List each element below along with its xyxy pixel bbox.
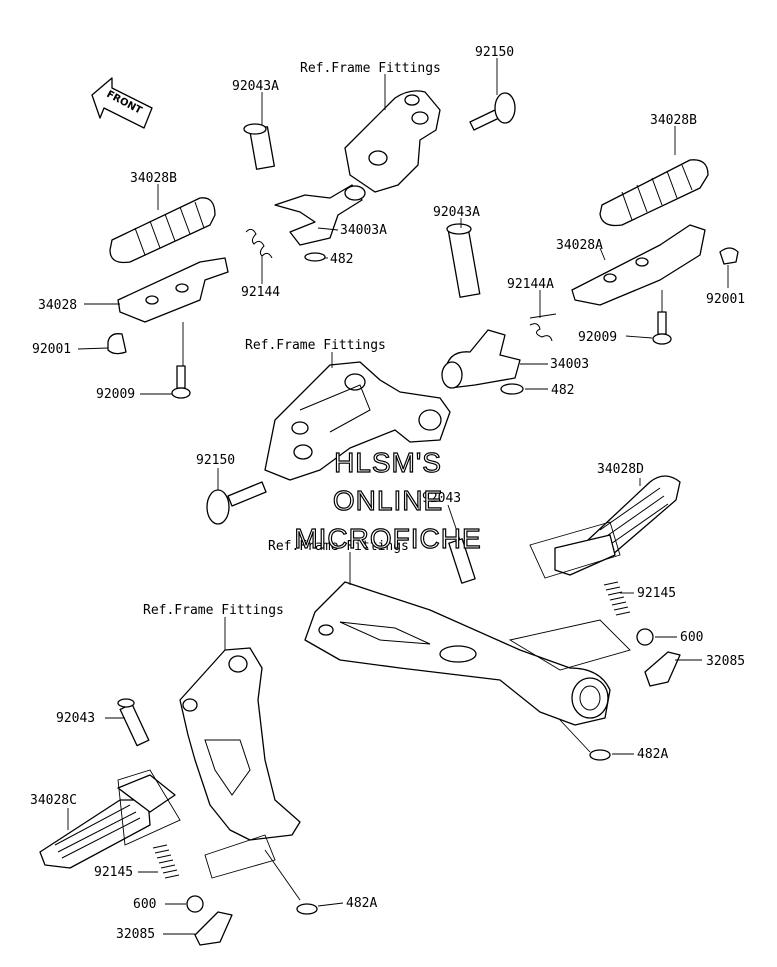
holder-34003 [441,329,521,389]
ref-box-34028c [117,769,181,846]
label-92009-right: 92009 [578,330,617,345]
footpeg-34028a [571,224,706,306]
spring-92145-left [152,844,180,879]
watermark-line-2: ONLINE [333,485,443,516]
frame-fitting-mid [264,361,451,481]
label-92043-center: 92043 [422,491,461,506]
label-92145-right: 92145 [637,586,676,601]
label-92001-left: 92001 [32,342,71,357]
label-ref-frame-mid: Ref.Frame Fittings [245,338,386,353]
bolt-92009-left [171,365,191,399]
label-ref-frame-lower: Ref.Frame Fittings [268,539,409,554]
frame-fitting-left [179,647,301,841]
footpeg-34028 [117,257,229,323]
label-92144a: 92144A [507,277,554,292]
pin-92043-center [448,538,476,584]
label-92009-left: 92009 [96,387,135,402]
label-92043a-top: 92043A [232,79,279,94]
pin-92043-left [117,698,150,747]
rubber-34028b-right [599,159,709,227]
washer-482-mid [500,383,524,395]
spring-92145-right [603,581,631,616]
pin-92043a-top [243,123,275,170]
label-34003: 34003 [550,357,589,372]
label-34028c: 34028C [30,793,77,808]
watermark-line-1: HLSM'S [334,447,442,478]
label-92144: 92144 [241,285,280,300]
bolt-92009-right [652,311,672,345]
label-92150-top: 92150 [475,45,514,60]
leader-lines [67,58,729,935]
label-482a-left: 482A [346,896,377,911]
label-34028: 34028 [38,298,77,313]
label-34028b-right: 34028B [650,113,697,128]
footpeg-34028c [39,774,176,869]
label-600-left: 600 [133,897,156,912]
holder-34003a [274,184,366,246]
label-34028b-left: 34028B [130,171,177,186]
plate-32085-right [644,651,681,687]
label-92043-left: 92043 [56,711,95,726]
washer-482a-right [589,749,611,761]
ref-box-lower [508,619,631,671]
frame-fitting-lower [304,581,611,726]
frame-fitting-top [344,90,441,193]
label-34028d: 34028D [597,462,644,477]
label-92001-right: 92001 [706,292,745,307]
label-32085-right: 32085 [706,654,745,669]
label-600-right: 600 [680,630,703,645]
bolt-92001-left [107,333,127,355]
label-92150-mid: 92150 [196,453,235,468]
label-ref-frame-top: Ref.Frame Fittings [300,61,441,76]
spring-92144a [529,313,557,342]
washer-482-top [304,252,326,262]
label-34028a: 34028A [556,238,603,253]
ref-box-34028d [529,521,621,579]
rubber-34028b-left [109,197,216,264]
bolt-92150-mid [206,481,267,525]
pin-92043a-mid [446,223,481,298]
watermark: HLSM'S ONLINE MICROFICHE [294,446,482,554]
label-32085-left: 32085 [116,927,155,942]
label-482a-right: 482A [637,747,668,762]
bolt-92001-right [719,247,739,265]
washer-482a-left [296,903,318,915]
front-arrow-icon: FRONT [91,77,153,129]
label-34003a: 34003A [340,223,387,238]
part-labels: Ref.Frame Fittings 92150 92043A 34028B 3… [30,45,745,942]
label-92145-left: 92145 [94,865,133,880]
ref-box-left-lower [204,834,276,879]
watermark-line-3: MICROFICHE [294,523,481,554]
plate-32085-left [194,911,233,946]
label-482-mid: 482 [551,383,574,398]
label-92043a-mid: 92043A [433,205,480,220]
ball-600-left [186,895,204,913]
label-482-top: 482 [330,252,353,267]
spring-92144 [245,228,273,259]
bolt-92150-top [469,92,516,131]
footpeg-34028d [554,475,681,576]
ball-600-right [636,628,654,646]
label-ref-frame-left: Ref.Frame Fittings [143,603,284,618]
